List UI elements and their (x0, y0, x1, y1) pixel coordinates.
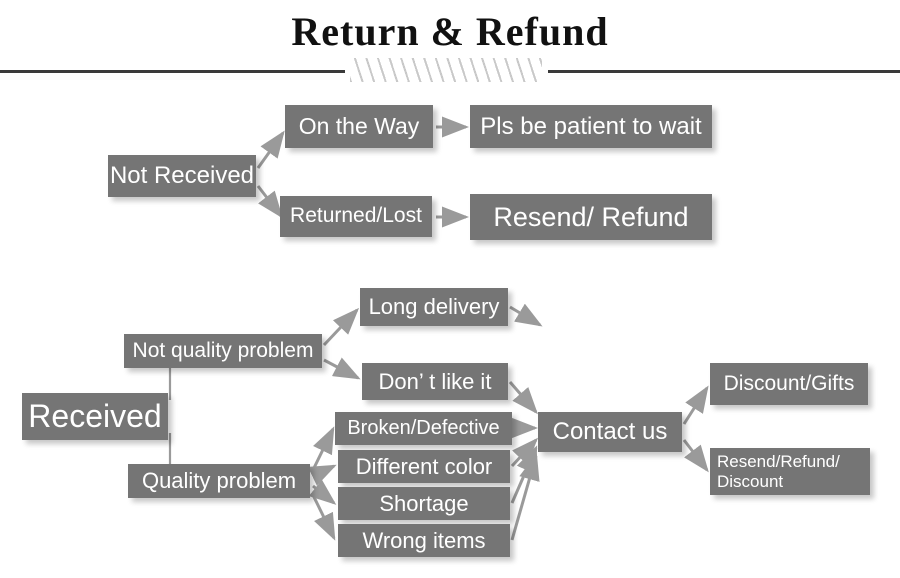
node-pls-be-patient-to-wait[interactable]: Pls be patient to wait (470, 105, 712, 148)
node-not-quality-problem[interactable]: Not quality problem (124, 334, 322, 368)
node-shortage[interactable]: Shortage (338, 487, 510, 520)
node-wrong-items[interactable]: Wrong items (338, 524, 510, 557)
divider-line-left (0, 70, 345, 73)
page-title: Return & Refund (291, 9, 609, 54)
node-on-the-way[interactable]: On the Way (285, 105, 433, 148)
node-contact-us[interactable]: Contact us (538, 412, 682, 452)
node-long-delivery[interactable]: Long delivery (360, 288, 508, 326)
node-quality-problem[interactable]: Quality problem (128, 464, 310, 498)
diagonal-hatch-divider-icon (350, 58, 542, 82)
node-discount-gifts[interactable]: Discount/Gifts (710, 363, 868, 405)
divider-line-right (548, 70, 900, 73)
node-returned-lost[interactable]: Returned/Lost (280, 196, 432, 237)
node-broken-defective[interactable]: Broken/Defective (335, 412, 512, 445)
node-not-received[interactable]: Not Received (108, 155, 256, 197)
node-received[interactable]: Received (22, 393, 168, 440)
node-dont-like-it[interactable]: Don’ t like it (362, 363, 508, 400)
node-resend-refund[interactable]: Resend/ Refund (470, 194, 712, 240)
node-resend-refund-discount[interactable]: Resend/Refund/ Discount (710, 448, 870, 495)
node-different-color[interactable]: Different color (338, 450, 510, 483)
